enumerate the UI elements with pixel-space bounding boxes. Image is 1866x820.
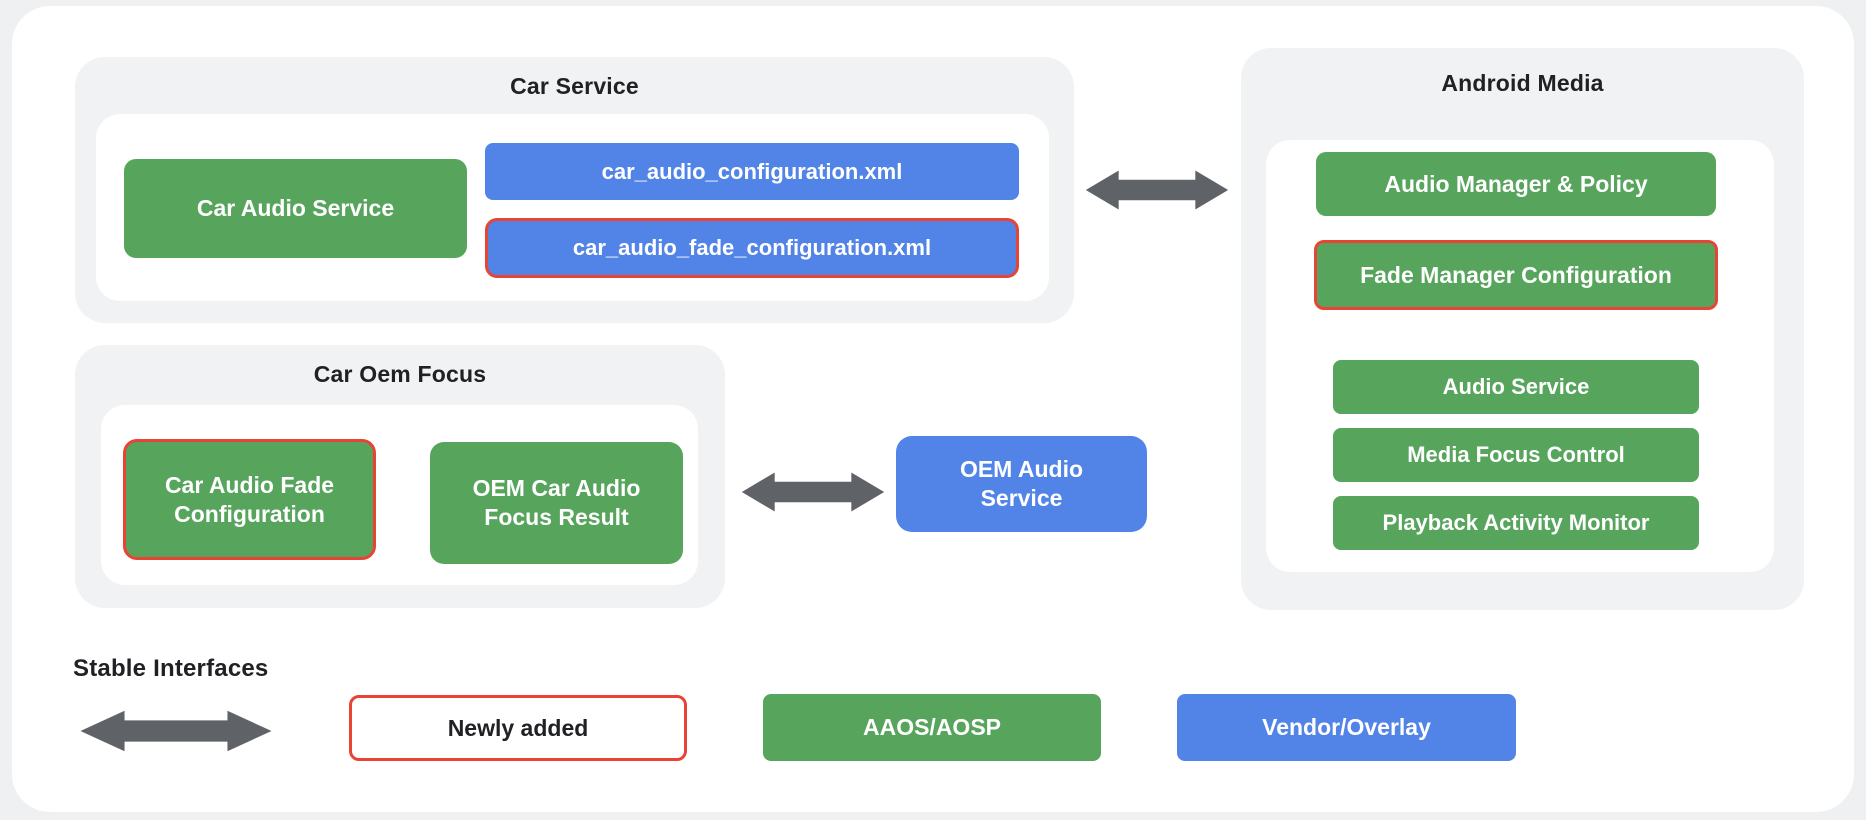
box-car-audio-configuration-xml: car_audio_configuration.xml (485, 143, 1019, 200)
box-playback-activity-monitor: Playback Activity Monitor (1333, 496, 1699, 550)
bidirectional-arrow-icon (1084, 164, 1230, 216)
legend-vendor-overlay: Vendor/Overlay (1177, 694, 1516, 761)
box-car-audio-service: Car Audio Service (124, 159, 467, 258)
bidirectional-arrow-icon (740, 466, 886, 518)
section-title-car-oem-focus: Car Oem Focus (313, 361, 487, 387)
bidirectional-arrow-icon (78, 704, 274, 758)
box-media-focus-control: Media Focus Control (1333, 428, 1699, 482)
legend-newly-added: Newly added (349, 695, 687, 761)
box-fade-manager-configuration: Fade Manager Configuration (1314, 240, 1718, 310)
box-oem-car-audio-focus-result: OEM Car Audio Focus Result (430, 442, 683, 564)
legend-title-stable-interfaces: Stable Interfaces (73, 655, 269, 682)
box-car-audio-fade-configuration-xml: car_audio_fade_configuration.xml (485, 218, 1019, 278)
box-oem-audio-service: OEM Audio Service (896, 436, 1147, 532)
box-car-audio-fade-configuration: Car Audio Fade Configuration (123, 439, 376, 560)
section-title-android-media: Android Media (1441, 70, 1604, 96)
legend-aaos-aosp: AAOS/AOSP (763, 694, 1101, 761)
section-title-car-service: Car Service (510, 73, 639, 99)
box-audio-manager-policy: Audio Manager & Policy (1316, 152, 1716, 216)
box-audio-service: Audio Service (1333, 360, 1699, 414)
